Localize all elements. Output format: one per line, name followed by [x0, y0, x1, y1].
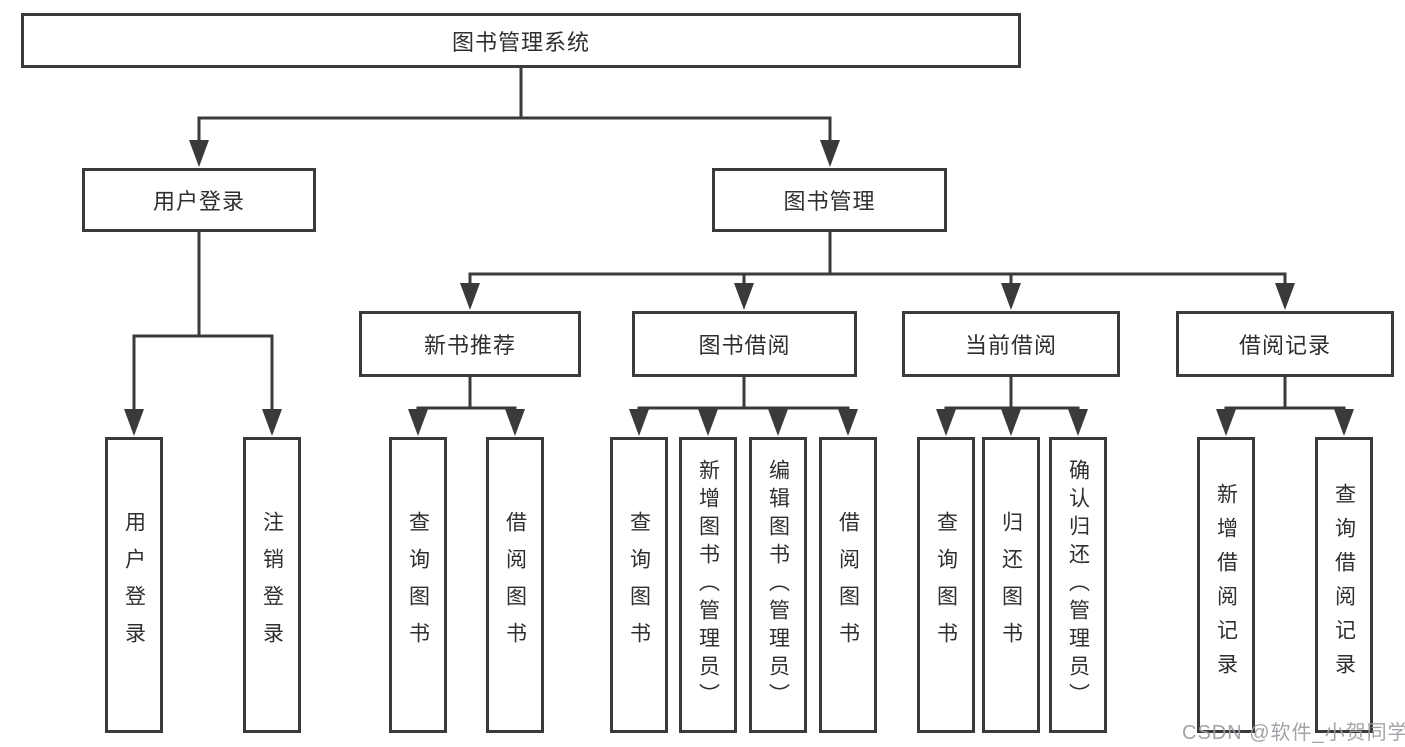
leaf-label: 查询图书	[934, 511, 958, 659]
leaf-label: 新增借阅记录	[1214, 483, 1238, 687]
leaf-add-book-admin: 新增图书（管理员）	[679, 437, 737, 733]
node-current-borrow: 当前借阅	[902, 311, 1120, 377]
leaf-logout: 注销登录	[243, 437, 301, 733]
node-book-borrow: 图书借阅	[632, 311, 857, 377]
node-user-login: 用户登录	[82, 168, 316, 232]
leaf-label: 确认归还（管理员）	[1066, 459, 1090, 711]
leaf-edit-book-admin: 编辑图书（管理员）	[749, 437, 807, 733]
leaf-borrow-books-2: 借阅图书	[819, 437, 877, 733]
leaf-label: 查询图书	[627, 511, 651, 659]
node-new-book-recommend: 新书推荐	[359, 311, 581, 377]
leaf-query-books-2: 查询图书	[610, 437, 668, 733]
node-borrow-record: 借阅记录	[1176, 311, 1394, 377]
node-book-management: 图书管理	[712, 168, 947, 232]
leaf-add-borrow-record: 新增借阅记录	[1197, 437, 1255, 733]
leaf-label: 借阅图书	[503, 511, 527, 659]
leaf-user-login: 用户登录	[105, 437, 163, 733]
leaf-label: 归还图书	[999, 511, 1023, 659]
arrowhead-icons	[124, 140, 1354, 436]
leaf-label: 注销登录	[260, 511, 284, 659]
leaf-query-borrow-record: 查询借阅记录	[1315, 437, 1373, 733]
node-root: 图书管理系统	[21, 13, 1021, 68]
leaf-confirm-return-admin: 确认归还（管理员）	[1049, 437, 1107, 733]
leaf-label: 新增图书（管理员）	[696, 459, 720, 711]
leaf-query-books-3: 查询图书	[917, 437, 975, 733]
leaf-label: 查询图书	[406, 511, 430, 659]
leaf-label: 查询借阅记录	[1332, 483, 1356, 687]
watermark: CSDN @软件_小贺同学	[1182, 722, 1405, 744]
leaf-label: 借阅图书	[836, 511, 860, 659]
leaf-label: 编辑图书（管理员）	[766, 459, 790, 711]
leaf-borrow-books-1: 借阅图书	[486, 437, 544, 733]
leaf-return-book: 归还图书	[982, 437, 1040, 733]
leaf-label: 用户登录	[122, 511, 146, 659]
leaf-query-books-1: 查询图书	[389, 437, 447, 733]
